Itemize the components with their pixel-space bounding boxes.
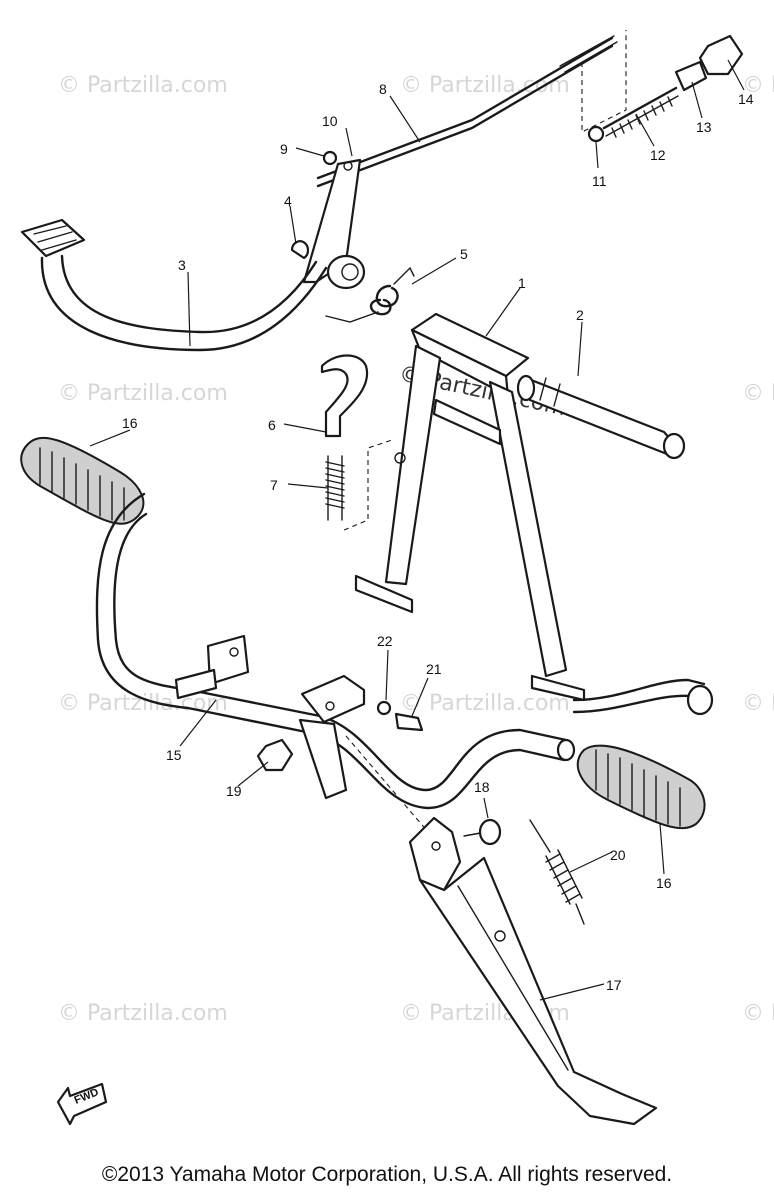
callout-13: 13 xyxy=(696,119,712,135)
part-washer-11 xyxy=(587,125,605,143)
callout-14: 14 xyxy=(738,91,754,107)
watermark: © Partzilla.com xyxy=(58,691,228,716)
watermark: © Partzilla.com xyxy=(58,381,228,406)
part-spring-12 xyxy=(602,86,678,130)
watermark: © Partzilla.com xyxy=(400,73,570,98)
part-stand-spring-7 xyxy=(325,439,406,531)
part-footrest-rubber-right xyxy=(576,744,706,830)
callout-21: 21 xyxy=(426,661,442,677)
callout-8: 8 xyxy=(379,81,387,97)
callout-5: 5 xyxy=(460,246,468,262)
part-bolt-21 xyxy=(394,712,424,732)
copyright-notice: ©2013 Yamaha Motor Corporation, U.S.A. A… xyxy=(101,1163,673,1186)
callout-4: 4 xyxy=(284,193,292,209)
callout-18: 18 xyxy=(474,779,490,795)
part-rod-adjuster xyxy=(587,34,744,143)
callout-10: 10 xyxy=(322,113,338,129)
callout-16-right: 16 xyxy=(656,875,672,891)
part-pivot-bolt-18 xyxy=(463,818,502,846)
part-brake-pedal xyxy=(20,218,366,352)
parts-diagram: © Partzilla.com © Partzilla.com © Partzi… xyxy=(20,30,774,1126)
callout-16-left: 16 xyxy=(122,415,138,431)
callout-22: 22 xyxy=(377,633,393,649)
callout-1: 1 xyxy=(518,275,526,291)
part-joint-13 xyxy=(674,60,708,92)
leader-lines xyxy=(89,59,745,1001)
callout-12: 12 xyxy=(650,147,666,163)
part-brake-rod xyxy=(316,30,627,188)
watermark: © Partzilla.com xyxy=(58,73,228,98)
part-spring-plate-6 xyxy=(320,354,369,438)
part-return-spring-5 xyxy=(325,266,415,323)
callout-2: 2 xyxy=(576,307,584,323)
part-nut-14 xyxy=(698,34,744,76)
watermark: © Partzilla.com xyxy=(742,691,774,716)
part-washer-9 xyxy=(322,150,338,166)
part-center-stand-1 xyxy=(354,312,714,716)
watermark: © Partzilla.com xyxy=(742,1001,774,1026)
watermark: © Partzilla.com xyxy=(58,1001,228,1026)
part-footrest-rubber-left xyxy=(20,437,145,525)
callout-3: 3 xyxy=(178,257,186,273)
part-stand-shaft-2 xyxy=(516,374,686,460)
watermark: © Partzilla.com xyxy=(742,73,774,98)
part-footrest-bar-15 xyxy=(95,492,576,810)
callout-6: 6 xyxy=(268,417,276,433)
watermark: © Partzilla.com xyxy=(742,381,774,406)
fwd-arrow: FWD xyxy=(56,1082,108,1126)
callout-17: 17 xyxy=(606,977,622,993)
callout-15: 15 xyxy=(166,747,182,763)
callout-19: 19 xyxy=(226,783,242,799)
part-washer-22 xyxy=(376,700,392,716)
part-side-stand-spring-20 xyxy=(529,819,585,925)
callouts: 8 10 9 4 3 5 1 2 6 7 16 15 19 22 21 18 2… xyxy=(122,81,754,993)
part-clip-4 xyxy=(290,240,310,260)
callout-7: 7 xyxy=(270,477,278,493)
part-side-stand-17 xyxy=(345,735,658,1126)
callout-9: 9 xyxy=(280,141,288,157)
callout-11: 11 xyxy=(592,173,607,189)
watermark: © Partzilla.com xyxy=(400,691,570,716)
callout-20: 20 xyxy=(610,847,626,863)
